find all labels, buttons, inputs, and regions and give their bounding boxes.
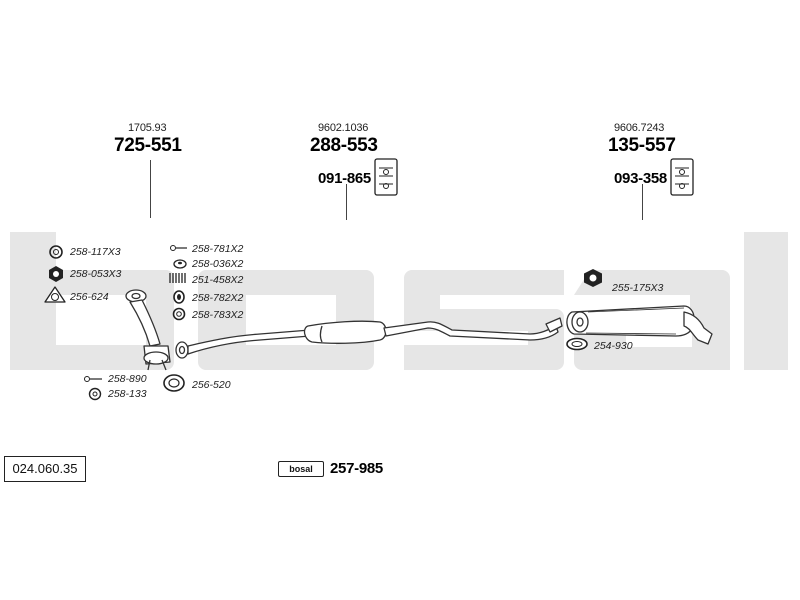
- part-label: 255-175X3: [612, 282, 664, 294]
- part-label: 258-036X2: [192, 258, 244, 270]
- middle-silencer: [303, 320, 387, 344]
- part-label: 256-624: [70, 291, 109, 303]
- nut-icon: [173, 259, 187, 269]
- part-number-3: 135-557: [608, 135, 676, 156]
- part-label: 258-781X2: [192, 243, 244, 255]
- part-label: 258-782X2: [192, 292, 244, 304]
- watermark-letter-o: [198, 270, 374, 370]
- part-label: 254-930: [594, 340, 633, 352]
- clamp-icon: [173, 290, 185, 304]
- rubber-hanger-icon: [670, 158, 694, 196]
- intermediate-pipe: [187, 329, 311, 355]
- rubber-hanger-icon: [374, 158, 398, 196]
- part-label: 258-890: [108, 373, 147, 385]
- clamp-ring-icon: [566, 337, 588, 351]
- watermark-letter-s: [404, 270, 564, 370]
- watermark-letter-l: [744, 232, 788, 370]
- oem-number-3: 9606.7243: [614, 122, 665, 134]
- bolt-icon: [84, 376, 102, 382]
- oem-number-1: 1705.93: [128, 122, 167, 134]
- bosal-logo-text: bosal: [289, 464, 313, 474]
- bolt-icon: [170, 245, 187, 251]
- part-number-2: 288-553: [310, 135, 378, 156]
- hanger-number-2: 091-865: [318, 170, 371, 187]
- rear-silencer: [566, 305, 713, 345]
- nut-icon: [49, 266, 63, 282]
- oem-number-2: 9602.1036: [318, 122, 369, 134]
- document-reference: 024.060.35: [4, 456, 86, 482]
- gasket-ring-icon: [163, 374, 185, 392]
- washer-icon: [88, 387, 102, 401]
- hanger-number-3: 093-358: [614, 170, 667, 187]
- spring-icon: [169, 273, 186, 283]
- part-label: 258-053X3: [70, 268, 122, 280]
- flange-gasket-icon: [44, 286, 66, 303]
- rear-pipe: [383, 321, 559, 341]
- pipe-flange: [175, 341, 189, 359]
- watermark-letter-b: [10, 232, 174, 370]
- pointer-line-288: [346, 184, 347, 220]
- bosal-logo-badge: bosal: [278, 461, 324, 477]
- part-label: 251-458X2: [192, 274, 244, 286]
- kit-number: 257-985: [330, 460, 383, 477]
- part-label: 258-783X2: [192, 309, 244, 321]
- part-number-1: 725-551: [114, 135, 182, 156]
- part-label: 256-520: [192, 379, 231, 391]
- pointer-line-725: [150, 160, 151, 218]
- front-downpipe: [125, 289, 171, 371]
- washer-icon: [172, 307, 186, 321]
- nut-icon: [584, 269, 602, 287]
- pointer-line-135: [642, 184, 643, 220]
- part-label: 258-133: [108, 388, 147, 400]
- ring-icon: [49, 245, 63, 259]
- part-label: 258-117X3: [70, 246, 121, 258]
